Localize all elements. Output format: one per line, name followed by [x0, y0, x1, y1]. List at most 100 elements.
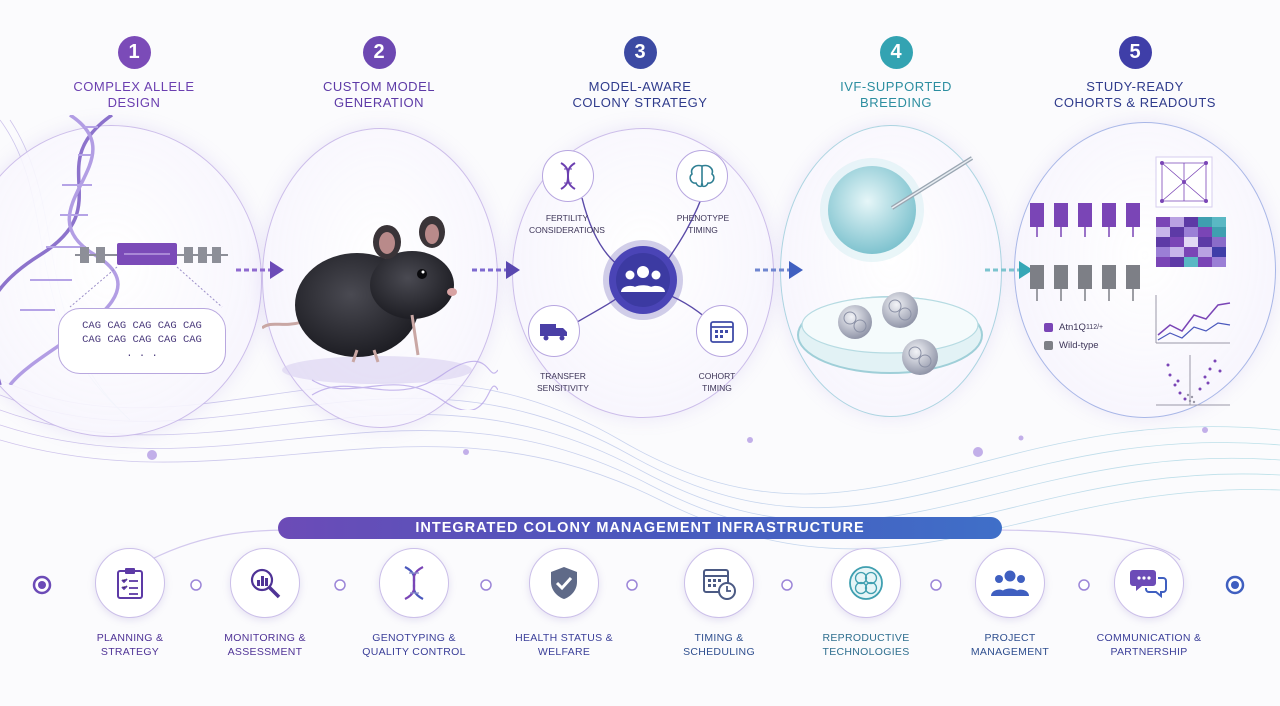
node-label-cohort: COHORT TIMING — [662, 370, 772, 394]
infra-label: MONITORING & ASSESSMENT — [200, 631, 330, 659]
infra-label: GENOTYPING & QUALITY CONTROL — [349, 631, 479, 659]
node-label-transfer: TRANSFER SENSITIVITY — [508, 370, 618, 394]
repeat-row: CAG CAG CAG CAG CAG — [82, 334, 202, 346]
infra-label-line2: WELFARE — [537, 646, 591, 658]
legend-wildtype: Wild-type — [1044, 340, 1099, 351]
repeat-row: CAG CAG CAG CAG CAG — [82, 320, 202, 332]
dna-icon — [542, 150, 594, 202]
shield-check-icon — [529, 548, 599, 618]
node-label-line1: FERTILITY — [545, 213, 589, 223]
step-number-badge: 2 — [362, 36, 396, 69]
infra-label-line2: QUALITY CONTROL — [362, 646, 466, 658]
legend-mutant-superscript: 112/+ — [1085, 324, 1104, 331]
ivf-illustration — [797, 156, 983, 375]
step-2-header: 2 CUSTOM MODEL GENERATION — [279, 36, 479, 111]
legend-swatch — [1044, 341, 1053, 350]
truck-icon — [528, 305, 580, 357]
infra-label-line2: SCHEDULING — [683, 646, 755, 658]
node-label-fertility: FERTILITY CONSIDERATIONS — [512, 212, 622, 236]
node-label-line2: TIMING — [702, 383, 732, 393]
infra-item-planning: PLANNING & STRATEGY — [65, 548, 195, 659]
step-number-badge: 1 — [117, 36, 151, 69]
infra-label: TIMING & SCHEDULING — [654, 631, 784, 659]
infra-label-line1: GENOTYPING & — [372, 632, 456, 644]
cag-repeat-box: CAG CAG CAG CAG CAG CAG CAG CAG CAG CAG … — [58, 308, 226, 374]
step-1-header: 1 COMPLEX ALLELE DESIGN — [34, 36, 234, 111]
infra-item-communication: COMMUNICATION & PARTNERSHIP — [1084, 548, 1214, 659]
team-icon — [621, 266, 665, 292]
node-label-line2: SENSITIVITY — [537, 383, 589, 393]
infra-label-line1: MONITORING & — [224, 632, 306, 644]
arrow-icon — [472, 261, 520, 279]
arrow-icon — [755, 261, 803, 279]
team-icon — [975, 548, 1045, 618]
node-label-line1: TRANSFER — [540, 371, 586, 381]
infra-label: PROJECT MANAGEMENT — [945, 631, 1075, 659]
step-title-line1: CUSTOM MODEL — [323, 79, 435, 94]
step-title-line2: COHORTS & READOUTS — [1054, 95, 1216, 110]
step-title: MODEL-AWARE COLONY STRATEGY — [540, 79, 740, 111]
node-label-phenotype: PHENOTYPE TIMING — [648, 212, 758, 236]
arrow-icon — [236, 261, 284, 279]
strategy-network — [566, 182, 718, 329]
infra-label: COMMUNICATION & PARTNERSHIP — [1084, 631, 1214, 659]
step-title-line2: GENERATION — [334, 95, 424, 110]
infra-label-line1: HEALTH STATUS & — [515, 632, 613, 644]
legend-swatch — [1044, 323, 1053, 332]
calendar-icon — [696, 305, 748, 357]
infra-label-line2: TECHNOLOGIES — [822, 646, 910, 658]
node-label-line2: TIMING — [688, 225, 718, 235]
calendar-clock-icon — [684, 548, 754, 618]
step-number-badge: 3 — [623, 36, 657, 69]
infra-label-line1: COMMUNICATION & — [1096, 632, 1202, 644]
node-label-line1: COHORT — [698, 371, 736, 381]
infra-label-line1: TIMING & — [694, 632, 744, 644]
infra-item-health: HEALTH STATUS & WELFARE — [499, 548, 629, 659]
infra-label: PLANNING & STRATEGY — [65, 631, 195, 659]
readout-panels — [1155, 156, 1231, 406]
clipboard-icon — [95, 548, 165, 618]
infra-item-monitoring: MONITORING & ASSESSMENT — [200, 548, 330, 659]
step-5-header: 5 STUDY-READY COHORTS & READOUTS — [1035, 36, 1235, 111]
step-3-header: 3 MODEL-AWARE COLONY STRATEGY — [540, 36, 740, 111]
legend-wildtype-label: Wild-type — [1059, 340, 1099, 351]
step-title-line2: COLONY STRATEGY — [572, 95, 708, 110]
infra-item-reproductive: REPRODUCTIVE TECHNOLOGIES — [801, 548, 931, 659]
step-number-badge: 4 — [879, 36, 913, 69]
infra-item-project: PROJECT MANAGEMENT — [945, 548, 1075, 659]
infra-item-timing: TIMING & SCHEDULING — [654, 548, 784, 659]
node-label-line1: PHENOTYPE — [676, 213, 730, 223]
step-title: COMPLEX ALLELE DESIGN — [34, 79, 234, 111]
infra-label-line2: STRATEGY — [100, 646, 160, 658]
repeat-ellipsis: . . . — [126, 348, 158, 360]
step-title-line1: IVF-SUPPORTED — [840, 79, 952, 94]
step-title-line1: COMPLEX ALLELE — [73, 79, 195, 94]
step-title-line2: DESIGN — [107, 95, 161, 110]
embryo-icon — [831, 548, 901, 618]
infra-label-line2: MANAGEMENT — [970, 646, 1050, 658]
chat-bubbles-icon — [1114, 548, 1184, 618]
infra-label-line1: PROJECT — [984, 632, 1036, 644]
step-title: CUSTOM MODEL GENERATION — [279, 79, 479, 111]
node-label-line2: CONSIDERATIONS — [529, 225, 605, 235]
infra-label-line2: PARTNERSHIP — [1110, 646, 1188, 658]
step-title: STUDY-READY COHORTS & READOUTS — [1035, 79, 1235, 111]
dna-icon — [379, 548, 449, 618]
arrow-icon — [985, 261, 1033, 279]
step-title-line1: STUDY-READY — [1086, 79, 1184, 94]
infra-label-line1: PLANNING & — [96, 632, 164, 644]
infra-item-genotyping: GENOTYPING & QUALITY CONTROL — [349, 548, 479, 659]
infra-label-line1: REPRODUCTIVE — [822, 632, 910, 644]
mouse-illustration — [262, 216, 498, 410]
legend-mutant-label: Atn1Q — [1059, 322, 1086, 333]
brain-icon — [676, 150, 728, 202]
step-title-line1: MODEL-AWARE — [588, 79, 692, 94]
step-4-header: 4 IVF-SUPPORTED BREEDING — [796, 36, 996, 111]
infra-label: HEALTH STATUS & WELFARE — [499, 631, 629, 659]
infra-label: REPRODUCTIVE TECHNOLOGIES — [801, 631, 931, 659]
step-number-badge: 5 — [1118, 36, 1152, 69]
step-title-line2: BREEDING — [860, 95, 932, 110]
mouse-cohort-grid — [1030, 203, 1140, 301]
infra-label-line2: ASSESSMENT — [227, 646, 303, 658]
